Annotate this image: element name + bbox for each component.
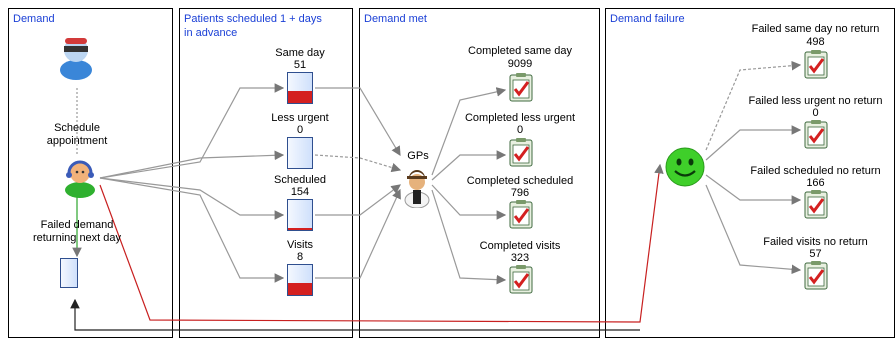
scheduled-title-line2: in advance (184, 27, 238, 39)
schedule-label-line1: Schedule (54, 122, 100, 134)
completed-same-day-label: Completed same day (468, 45, 572, 57)
demand-panel: Demand (8, 8, 173, 338)
failed-visits-label: Failed visits no return (763, 236, 868, 248)
met-panel: Demand met (359, 8, 600, 338)
smiley-icon[interactable] (664, 146, 706, 188)
scheduled-tank[interactable] (287, 199, 313, 231)
completed-less-urgent-label: Completed less urgent (464, 112, 576, 124)
completed-same-day-check-icon[interactable] (508, 72, 534, 102)
schedule-label-line2: appointment (46, 135, 108, 147)
patient-avatar-icon (60, 38, 92, 80)
completed-visits-value: 323 (510, 252, 530, 264)
scheduled-panel: Patients scheduled 1 + days in advance (179, 8, 353, 338)
completed-less-urgent-value: 0 (516, 124, 524, 136)
failed-demand-tank[interactable] (60, 258, 78, 288)
failed-less-urgent-label: Failed less urgent no return (748, 95, 883, 107)
completed-same-day-value: 9099 (507, 58, 533, 70)
visits-tank[interactable] (287, 264, 313, 296)
failed-scheduled-value: 166 (806, 177, 825, 189)
less-urgent-tank[interactable] (287, 137, 313, 169)
scheduled-label: Scheduled (274, 174, 326, 186)
failed-same-day-check-icon[interactable] (803, 49, 829, 79)
failed-same-day-label: Failed same day no return (751, 23, 880, 35)
completed-scheduled-label: Completed scheduled (466, 175, 574, 187)
completed-scheduled-value: 796 (510, 187, 530, 199)
same-day-tank[interactable] (287, 72, 313, 104)
failed-demand-line1: Failed demand (40, 219, 114, 231)
less-urgent-label: Less urgent (271, 112, 329, 124)
scheduled-title-line1: Patients scheduled 1 + days (184, 13, 322, 25)
failed-less-urgent-value: 0 (812, 107, 819, 119)
failed-less-urgent-check-icon[interactable] (803, 119, 829, 149)
failed-demand-label: Failed demand returning next day (25, 219, 129, 245)
failed-visits-check-icon[interactable] (803, 260, 829, 290)
completed-visits-label: Completed visits (479, 240, 561, 252)
failure-panel-title: Demand failure (610, 13, 685, 25)
doctor-icon[interactable] (402, 168, 432, 208)
failed-scheduled-check-icon[interactable] (803, 189, 829, 219)
demand-panel-title: Demand (13, 13, 55, 25)
failed-visits-value: 57 (809, 248, 822, 260)
visits-fill (288, 283, 312, 295)
completed-less-urgent-check-icon[interactable] (508, 137, 534, 167)
scheduled-fill (288, 227, 312, 230)
same-day-label: Same day (275, 47, 325, 59)
scheduled-value: 154 (290, 186, 310, 198)
failed-scheduled-label: Failed scheduled no return (750, 165, 881, 177)
same-day-value: 51 (293, 59, 307, 71)
schedule-label: Schedule appointment (30, 122, 124, 148)
completed-visits-check-icon[interactable] (508, 264, 534, 294)
completed-scheduled-check-icon[interactable] (508, 199, 534, 229)
scheduled-panel-title: Patients scheduled 1 + days in advance (184, 12, 322, 40)
less-urgent-value: 0 (296, 124, 304, 136)
met-panel-title: Demand met (364, 13, 427, 25)
visits-value: 8 (296, 251, 304, 263)
call-operator-icon[interactable] (60, 156, 100, 198)
gps-label: GPs (407, 150, 429, 162)
same-day-fill (288, 91, 312, 103)
visits-label: Visits (286, 239, 314, 251)
failed-same-day-value: 498 (806, 36, 825, 48)
failed-demand-line2: returning next day (32, 232, 122, 244)
